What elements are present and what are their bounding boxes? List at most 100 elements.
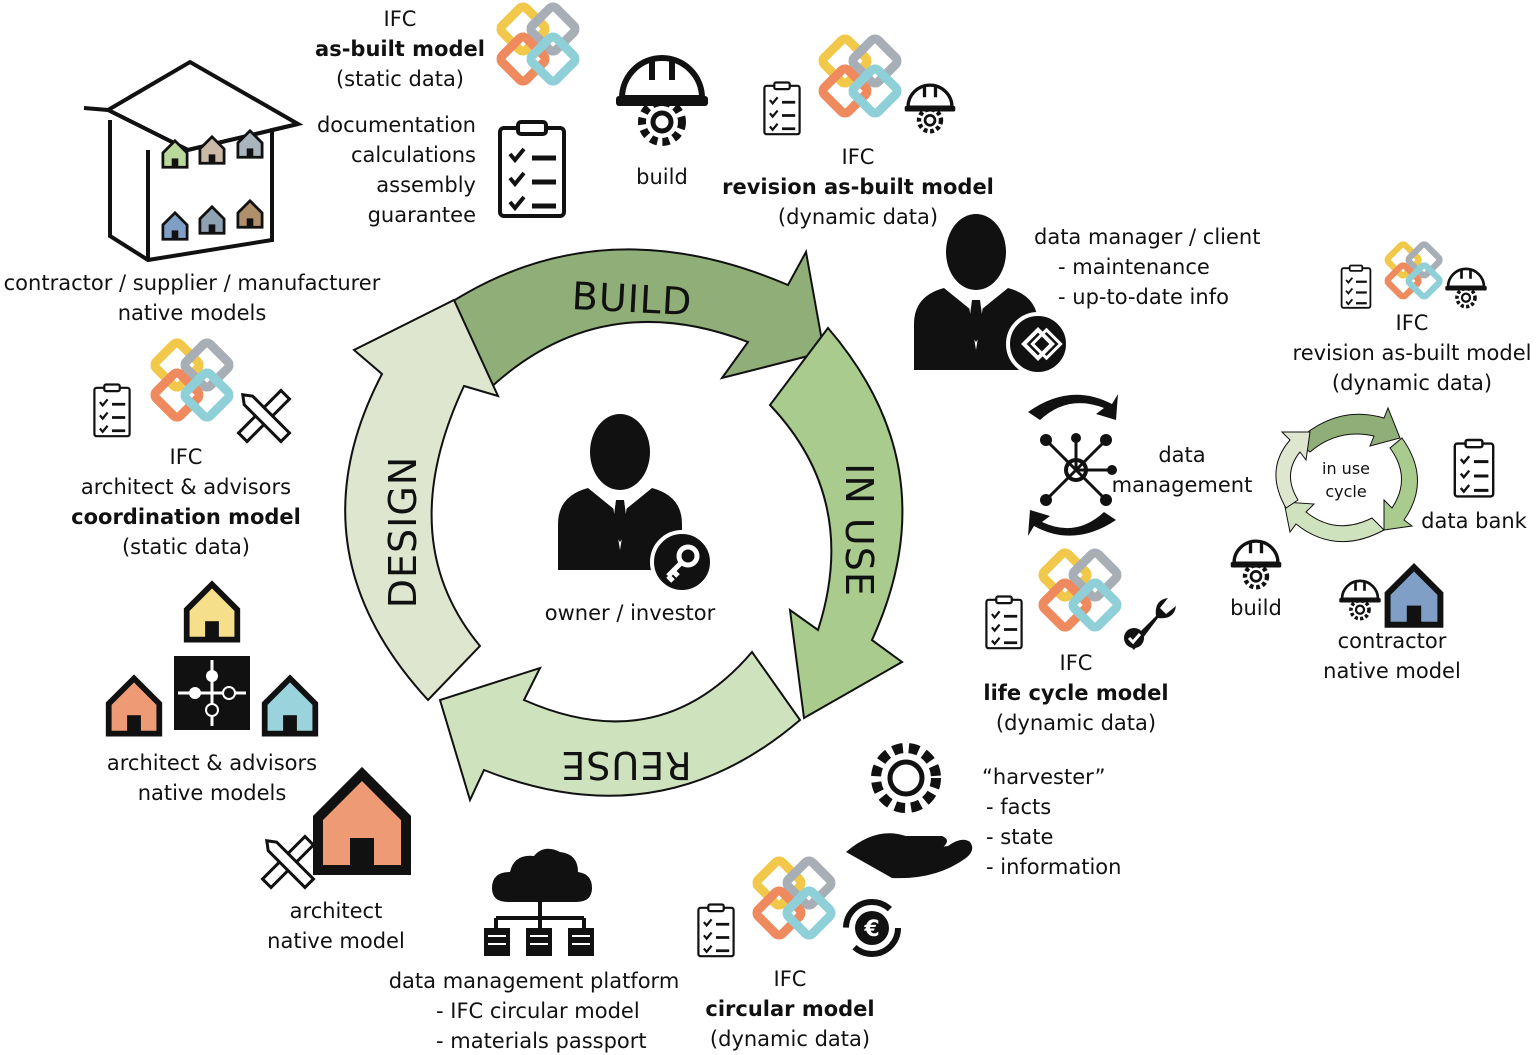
docs-item: documentation xyxy=(317,113,476,137)
coordination-subtitle: architect & advisors xyxy=(81,475,291,499)
asbuilt-block: IFC as-built model (static data) xyxy=(315,7,485,91)
hard-hat-gear-icon xyxy=(616,58,708,142)
house-icon xyxy=(109,678,160,733)
phase-reuse-label: REUSE xyxy=(560,743,691,787)
harvester-item: - facts xyxy=(986,795,1051,819)
ifc-logo-icon xyxy=(1386,243,1441,298)
hard-hat-gear-icon xyxy=(1231,541,1282,587)
clipboard-checklist-icon xyxy=(500,122,564,216)
house-icon xyxy=(318,774,406,870)
architect-advisors-native-sublabel: native models xyxy=(138,781,287,805)
build-arrow xyxy=(426,248,826,392)
revision-subtitle: (dynamic data) xyxy=(778,205,938,229)
ifc-logo-icon xyxy=(821,37,899,115)
revision-title: revision as-built model xyxy=(722,175,994,199)
contractor-supplier-label: contractor / supplier / manufacturer xyxy=(4,271,381,295)
life-cycle-ifc-label: IFC xyxy=(1060,651,1093,675)
phase-in-use-label: IN USE xyxy=(837,463,881,597)
ruler-pencil-icon xyxy=(237,389,291,443)
network-hub-icon xyxy=(1028,394,1118,536)
ifc-logo-icon xyxy=(1041,551,1119,629)
docs-item: guarantee xyxy=(368,203,476,227)
in-use-arrow xyxy=(768,326,904,720)
docs-block: documentation calculations assembly guar… xyxy=(317,113,476,227)
ifc-logo-icon xyxy=(755,859,833,937)
puzzle-icon xyxy=(174,656,250,730)
platform-item: - IFC circular model xyxy=(436,999,640,1023)
apartment-building-icon xyxy=(83,59,304,263)
house-icon xyxy=(187,584,238,639)
svg-text:€: € xyxy=(863,917,879,942)
hard-hat-gear-icon xyxy=(1443,267,1489,309)
coordination-ifc-label: IFC xyxy=(170,445,203,469)
harvester-item: - state xyxy=(986,825,1053,849)
coordination-block: IFC architect & advisors coordination mo… xyxy=(71,445,301,559)
wrench-check-icon xyxy=(1124,598,1176,650)
revision-right-block: IFC revision as-built model (dynamic dat… xyxy=(1293,311,1532,395)
architect-advisors-native-label: architect & advisors xyxy=(107,751,317,775)
clipboard-checklist-icon xyxy=(985,595,1023,650)
reuse-arrow xyxy=(438,650,802,803)
data-manager-item: - up-to-date info xyxy=(1058,285,1229,309)
key-icon xyxy=(650,530,714,594)
build-right-label: build xyxy=(1230,596,1282,620)
euro-cycle-icon: € xyxy=(843,899,901,957)
asbuilt-ifc-label: IFC xyxy=(384,7,417,31)
data-manager-title: data manager / client xyxy=(1034,225,1260,249)
asbuilt-title: as-built model xyxy=(315,37,485,61)
platform-block: data management platform - IFC circular … xyxy=(389,969,680,1053)
docs-item: calculations xyxy=(351,143,476,167)
contractor-house-icon xyxy=(1388,567,1441,625)
harvester-item: - information xyxy=(986,855,1121,879)
ifc-logo-icon xyxy=(499,5,577,83)
architect-native-label: architect xyxy=(290,899,383,923)
life-cycle-title: life cycle model xyxy=(983,681,1168,705)
life-cycle-subtitle: (dynamic data) xyxy=(996,711,1156,735)
data-bank-label: data bank xyxy=(1421,509,1527,533)
in-use-cycle-icon xyxy=(1275,406,1418,543)
clipboard-checklist-icon xyxy=(1340,264,1372,309)
coordination-static-label: (static data) xyxy=(122,535,250,559)
clipboard-checklist-icon xyxy=(93,383,131,438)
contractor-supplier-sublabel: native models xyxy=(118,301,267,325)
clipboard-checklist-icon xyxy=(697,903,735,958)
house-icon xyxy=(265,678,316,733)
ruler-pencil-icon xyxy=(261,835,315,889)
ifc-logo-icon xyxy=(153,341,231,419)
clipboard-checklist-icon xyxy=(763,81,801,136)
contractor-native-sublabel: native model xyxy=(1323,659,1461,683)
circular-subtitle: (dynamic data) xyxy=(710,1027,870,1051)
data-manager-item: - maintenance xyxy=(1058,255,1210,279)
revision-right-title: revision as-built model xyxy=(1293,341,1532,365)
hard-hat-gear-icon xyxy=(1337,579,1383,621)
circular-block: IFC circular model (dynamic data) xyxy=(705,967,874,1051)
circular-ifc-label: IFC xyxy=(774,967,807,991)
cloud-server-icon xyxy=(484,848,594,956)
data-management-label: data xyxy=(1158,443,1205,467)
life-cycle-block: IFC life cycle model (dynamic data) xyxy=(983,651,1168,735)
phase-design-label: DESIGN xyxy=(381,456,425,608)
design-arrow xyxy=(344,298,500,702)
asbuilt-subtitle: (static data) xyxy=(336,67,464,91)
ifc-badge-icon xyxy=(1006,312,1070,376)
revision-ifc-label: IFC xyxy=(842,145,875,169)
revision-block: IFC revision as-built model (dynamic dat… xyxy=(722,145,994,229)
platform-item: - materials passport xyxy=(436,1029,647,1053)
revision-right-ifc-label: IFC xyxy=(1396,311,1429,335)
contractor-native-label: contractor xyxy=(1338,629,1447,653)
phase-build-label: BUILD xyxy=(571,274,694,324)
coordination-title: coordination model xyxy=(71,505,301,529)
docs-item: assembly xyxy=(376,173,476,197)
build-label: build xyxy=(636,165,688,189)
in-use-cycle-sublabel: cycle xyxy=(1325,482,1366,501)
owner-label: owner / investor xyxy=(545,601,716,625)
revision-right-subtitle: (dynamic data) xyxy=(1332,371,1492,395)
architect-native-sublabel: native model xyxy=(267,929,405,953)
clipboard-checklist-icon xyxy=(1453,438,1495,498)
platform-title: data management platform xyxy=(389,969,680,993)
hard-hat-gear-icon xyxy=(905,85,956,131)
circular-title: circular model xyxy=(705,997,874,1021)
data-manager-block: data manager / client - maintenance - up… xyxy=(1034,225,1260,309)
harvester-block: “harvester” - facts - state - informatio… xyxy=(982,765,1121,879)
